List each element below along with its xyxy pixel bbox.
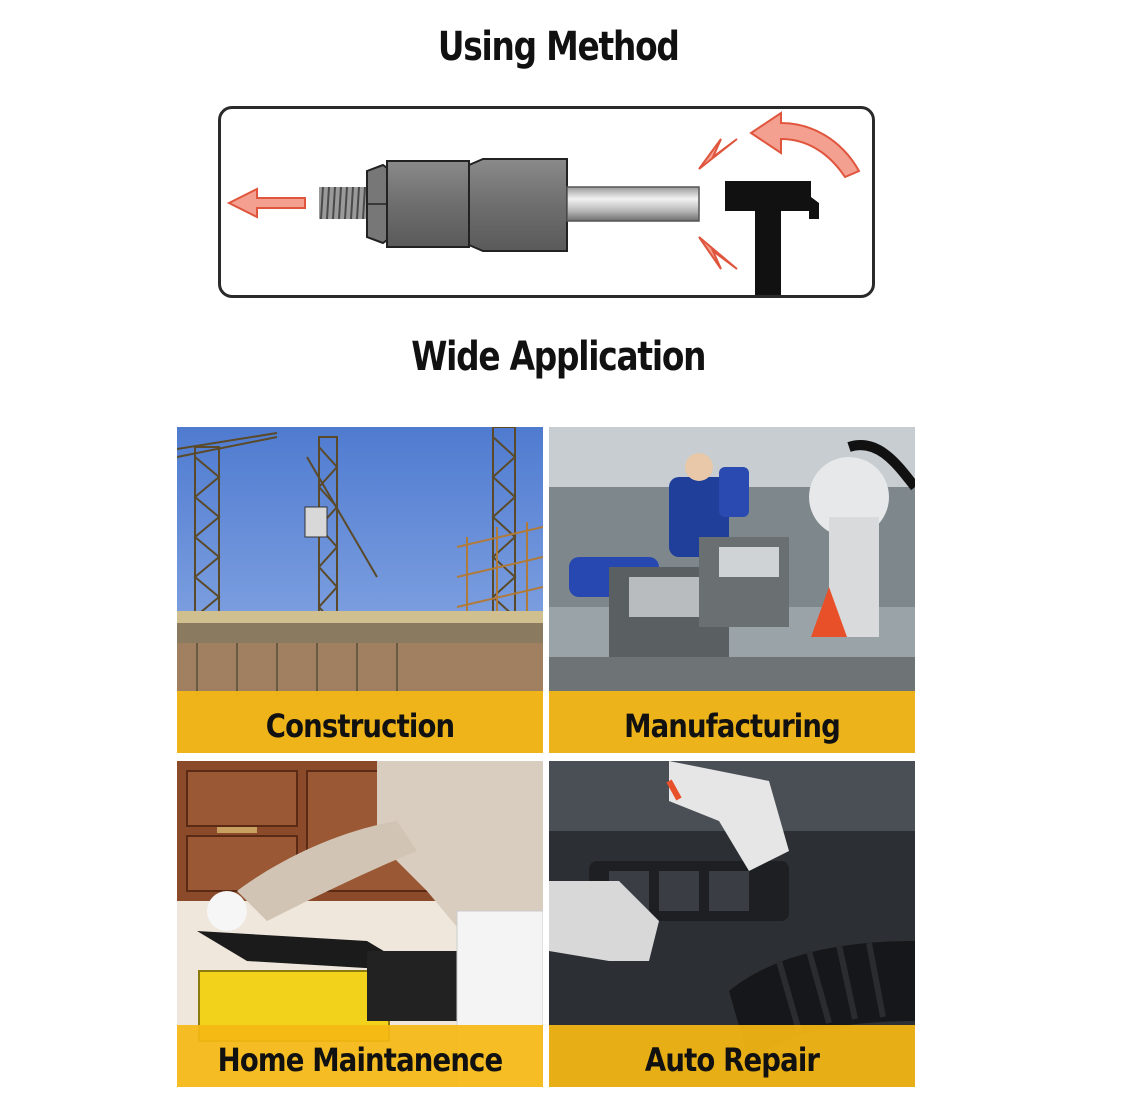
swing-arrow-icon [749,111,861,179]
application-label-home-maintanence: Home Maintanence [217,1041,503,1079]
using-method-diagram [218,106,875,298]
application-tile-home-maintanence: Home Maintanence [177,761,543,1087]
label-band [549,1025,915,1087]
pull-arrow-icon [226,187,306,219]
heading-wide-application: Wide Application [411,334,706,380]
label-band [177,1025,543,1087]
hammer-icon [725,181,819,295]
threaded-bolt [319,186,369,220]
application-label-construction: Construction [265,707,455,745]
application-tile-auto-repair: Auto Repair [549,761,915,1087]
application-tile-manufacturing: Manufacturing [549,427,915,753]
application-tile-construction: Construction [177,427,543,753]
impact-arrow-icon [698,138,738,270]
drive-rod [566,186,700,222]
heading-using-method: Using Method [437,24,680,70]
application-grid: Construction Manufacturing [177,427,915,1087]
home-maintenance-photo [177,761,543,1087]
application-label-auto-repair: Auto Repair [644,1041,820,1079]
application-label-manufacturing: Manufacturing [624,707,841,745]
label-band [177,691,543,753]
extractor-socket [386,158,568,252]
label-band [549,691,915,753]
